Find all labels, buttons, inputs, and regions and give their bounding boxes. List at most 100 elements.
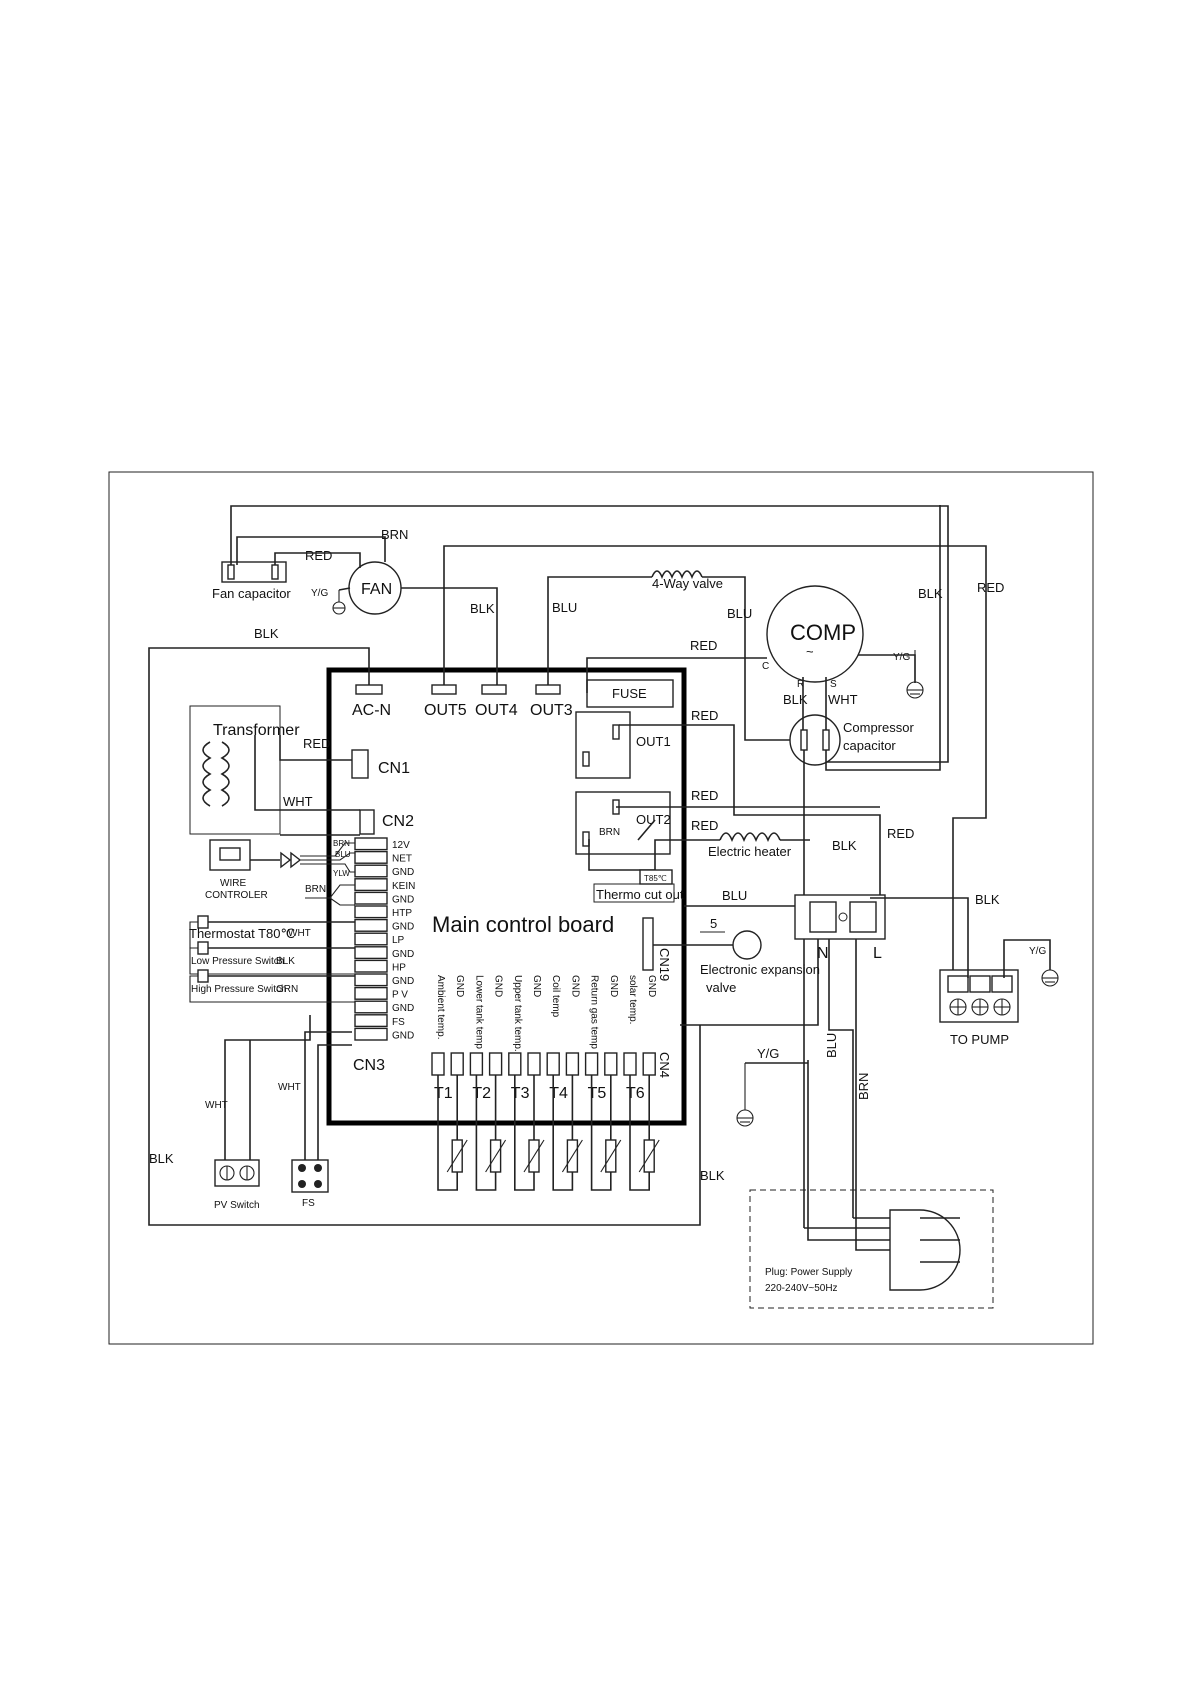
relay-out2-pin-a	[582, 831, 590, 847]
sensor-label: T3	[511, 1085, 530, 1102]
sensor-pin	[508, 1052, 522, 1076]
board-title: Main control board	[432, 912, 614, 937]
wire-controller-diode-a	[280, 851, 292, 869]
sensor-pin	[546, 1052, 560, 1076]
sensor-pin-label: GND	[569, 975, 580, 997]
comp-blk-label: BLK	[783, 692, 808, 707]
mid-blk-label: BLK	[832, 838, 857, 853]
pump-terminal-screw	[971, 998, 989, 1016]
thermistor-arrow	[561, 1139, 583, 1173]
plug-label-line1: Plug: Power Supply	[765, 1267, 852, 1278]
port-cn3-label: CN3	[353, 1057, 385, 1074]
thermo-cut-out-frame	[593, 883, 675, 903]
heater-red-label-1: RED	[691, 788, 718, 803]
sensor-wire	[437, 1075, 459, 1191]
pv-switch-screw-b	[239, 1165, 255, 1181]
sensor-label: T4	[549, 1085, 568, 1102]
comp-red-label: RED	[690, 638, 717, 653]
connector-out5	[431, 684, 457, 695]
sensor-pin-label: GND	[531, 975, 542, 997]
thermistor-arrow	[523, 1139, 545, 1173]
cn3-pin	[354, 1000, 388, 1014]
compressor	[766, 585, 864, 683]
port-cn1-label: CN1	[378, 760, 410, 777]
cn3-pin-label: 12V	[392, 840, 410, 851]
cn3-pin-label: GND	[392, 949, 414, 960]
switch-return-wire	[189, 947, 355, 975]
cn3-pin-label: LP	[392, 935, 405, 946]
sensor-pin-label: Ambient temp.	[435, 975, 446, 1039]
eev-number: 5	[710, 916, 717, 931]
cn3-pin	[354, 932, 388, 946]
sensor-label: T1	[434, 1085, 453, 1102]
high-pressure-grn-label: GRN	[276, 984, 298, 995]
kein-brn-label: BRN	[305, 884, 326, 895]
fan-capacitor-label: Fan capacitor	[212, 586, 291, 601]
left-blk-label: BLK	[149, 1151, 174, 1166]
thermo-rating-label: T85℃	[644, 874, 667, 883]
terminal-center	[838, 912, 848, 922]
transformer-frame	[189, 705, 281, 835]
sensor-wire	[513, 1075, 535, 1191]
four-way-valve-label: 4-Way valve	[652, 576, 723, 591]
fuse-box	[586, 679, 674, 708]
fuse-label: FUSE	[612, 686, 647, 701]
fan-capacitor	[221, 561, 287, 583]
fan-red-label: RED	[305, 548, 332, 563]
pump-terminals	[947, 975, 1013, 1016]
fan-capacitor-terminal-b	[271, 564, 279, 580]
pv-switch-label: PV Switch	[214, 1200, 260, 1211]
cn1-red-label: RED	[303, 736, 330, 751]
switch-terminal	[197, 969, 209, 983]
wire-controller-label-line2: CONTROLER	[205, 890, 268, 901]
sensor-pin	[565, 1052, 580, 1076]
sensor-pin	[623, 1052, 637, 1076]
transformer-label: Transformer	[213, 722, 300, 739]
sensor-wire	[629, 1075, 651, 1191]
thermostat-wht-label: WHT	[288, 928, 311, 939]
fs-pins	[298, 1164, 322, 1188]
eev-label-line2: valve	[706, 980, 736, 995]
plug-label-line2: 220-240V~50Hz	[765, 1283, 838, 1294]
cn3-pin	[354, 891, 388, 905]
wire-controller-diode-b	[290, 851, 302, 869]
fan-ground-icon	[332, 590, 346, 615]
switch-terminal	[197, 941, 209, 955]
cn2-wht-label: WHT	[283, 794, 313, 809]
fan-brn-label: BRN	[381, 527, 408, 542]
cn3-pin-label: HTP	[392, 908, 412, 919]
thermistor-arrow	[638, 1139, 660, 1173]
compressor-capacitor-label-line1: Compressor	[843, 720, 914, 735]
cn3-pin	[354, 905, 388, 919]
connector-cn2	[359, 809, 375, 835]
transformer-coil-primary	[202, 741, 212, 807]
pump-yg-label: Y/G	[1029, 946, 1046, 957]
pv-wht-label: WHT	[205, 1100, 228, 1111]
relay-out1-pin-b	[612, 724, 620, 740]
bottom-blk-label: BLK	[700, 1168, 725, 1183]
sensor-pin-label: Return gas temp	[589, 975, 600, 1049]
cn3-pin-label: FS	[392, 1017, 405, 1028]
terminal-n	[809, 901, 837, 933]
sensor-wire	[590, 1075, 612, 1191]
top-blk-label: BLK	[918, 586, 943, 601]
wc-blu-label: BLU	[335, 850, 351, 859]
comp-s-label: S	[830, 679, 837, 690]
cn3-pin-label: GND	[392, 1003, 414, 1014]
expansion-valve	[732, 930, 762, 960]
pump-ground-icon	[1041, 969, 1059, 987]
compressor-capacitor	[789, 714, 841, 766]
sensor-wire	[475, 1075, 497, 1191]
pump-blk-label: BLK	[975, 892, 1000, 907]
relay-out1-pin-a	[582, 751, 590, 767]
thermo-cut-out-label: Thermo cut out	[596, 887, 684, 902]
sensor-pin	[604, 1052, 618, 1076]
comp-wht-label: WHT	[828, 692, 858, 707]
compressor-capacitor-terminal-a	[800, 729, 808, 751]
sensor-pin	[642, 1052, 656, 1076]
wc-ylw-label: YLW	[333, 869, 350, 878]
cn3-pin	[354, 918, 388, 932]
